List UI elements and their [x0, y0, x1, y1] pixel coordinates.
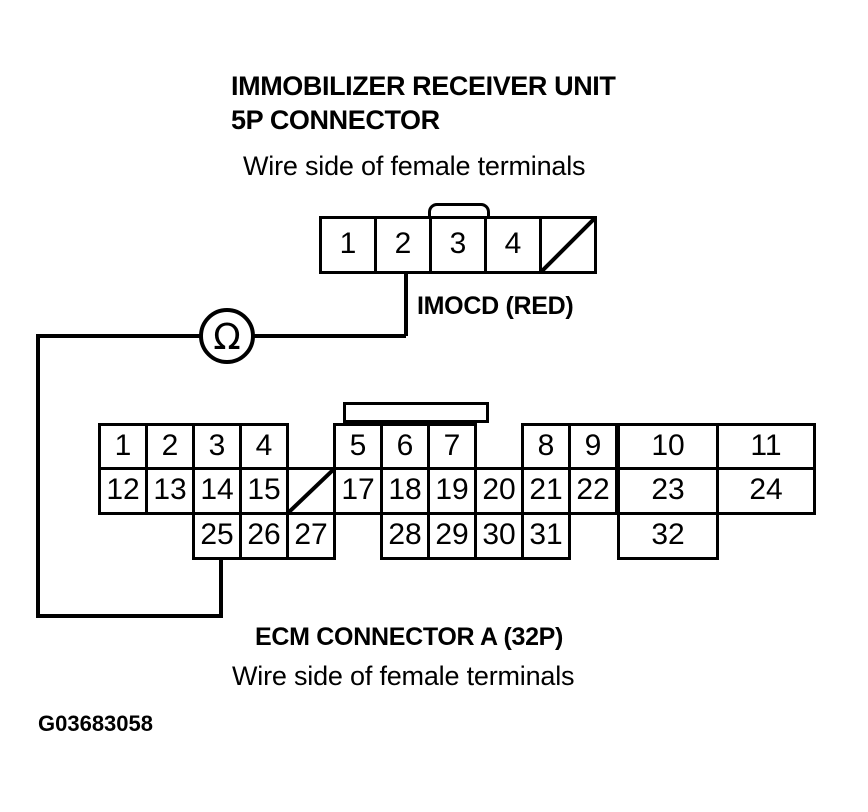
terminal-number: 31 [529, 518, 563, 551]
wire-return-top [36, 334, 203, 338]
ecm-terminal-18[interactable]: 18 [380, 467, 430, 515]
terminal-number: 9 [584, 428, 602, 462]
connector-5p-terminal-4[interactable]: 4 [484, 216, 542, 274]
ecm-terminal-4[interactable]: 4 [239, 423, 289, 470]
ecm-subtitle: Wire side of female terminals [232, 661, 575, 691]
terminal-number: 15 [247, 473, 281, 506]
connector-5p-terminal-3[interactable]: 3 [429, 216, 487, 274]
terminal-number: 18 [388, 473, 422, 506]
ecm-terminal-11[interactable]: 11 [716, 423, 816, 470]
ecm-terminal-27[interactable]: 27 [286, 512, 336, 560]
terminal-number: 28 [388, 518, 422, 551]
ecm-terminal-31[interactable]: 31 [521, 512, 571, 560]
terminal-number: 2 [394, 227, 412, 260]
ecm-terminal-14[interactable]: 14 [192, 467, 242, 515]
ecm-terminal-2[interactable]: 2 [145, 423, 195, 470]
unused-terminal-slash-icon [542, 219, 594, 271]
terminal-number: 29 [435, 518, 469, 551]
terminal-number: 12 [106, 473, 140, 506]
immobilizer-subtitle: Wire side of female terminals [243, 151, 586, 181]
terminal-number: 2 [161, 428, 179, 462]
terminal-number: 25 [200, 518, 234, 551]
terminal-number: 6 [396, 428, 414, 462]
terminal-number: 3 [208, 428, 226, 462]
terminal-number: 4 [255, 428, 273, 462]
terminal-number: 32 [651, 518, 685, 551]
ecm-terminal-17[interactable]: 17 [333, 467, 383, 515]
ecm-terminal-32[interactable]: 32 [617, 512, 719, 560]
terminal-number: 7 [443, 428, 461, 462]
terminal-number: 21 [529, 473, 563, 506]
terminal-number: 17 [341, 473, 375, 506]
terminal-number: 20 [482, 473, 516, 506]
wire-imocd-vertical [404, 274, 408, 336]
ecm-terminal-29[interactable]: 29 [427, 512, 477, 560]
ecm-terminal-9[interactable]: 9 [568, 423, 618, 470]
ohmmeter-symbol: Ω [199, 308, 255, 364]
terminal-number: 27 [294, 518, 328, 551]
ecm-terminal-10[interactable]: 10 [617, 423, 719, 470]
terminal-number: 3 [449, 227, 467, 260]
terminal-number: 24 [749, 473, 783, 506]
ecm-terminal-8[interactable]: 8 [521, 423, 571, 470]
ecm-title: ECM CONNECTOR A (32P) [255, 623, 564, 651]
ecm-terminal-3[interactable]: 3 [192, 423, 242, 470]
terminal-number: 13 [153, 473, 187, 506]
ecm-terminal-26[interactable]: 26 [239, 512, 289, 560]
ecm-terminal-15[interactable]: 15 [239, 467, 289, 515]
connector-5p-terminal-2[interactable]: 2 [374, 216, 432, 274]
ecm-terminal-21[interactable]: 21 [521, 467, 571, 515]
ecm-terminal-23[interactable]: 23 [617, 467, 719, 515]
terminal-number: 4 [504, 227, 522, 260]
ecm-terminal-25[interactable]: 25 [192, 512, 242, 560]
immobilizer-title-line2: 5P CONNECTOR [231, 105, 440, 135]
terminal-number: 10 [651, 428, 685, 462]
figure-code: G03683058 [38, 711, 153, 736]
ecm-terminal-19[interactable]: 19 [427, 467, 477, 515]
ecm-terminal-22[interactable]: 22 [568, 467, 618, 515]
wire-imocd-horizontal [253, 334, 406, 338]
terminal-number: 5 [349, 428, 367, 462]
ecm-terminal-7[interactable]: 7 [427, 423, 477, 470]
ecm-terminal-24[interactable]: 24 [716, 467, 816, 515]
ecm-terminal-6[interactable]: 6 [380, 423, 430, 470]
ohm-glyph: Ω [213, 317, 241, 358]
ecm-terminal-12[interactable]: 12 [98, 467, 148, 515]
ecm-terminal-1[interactable]: 1 [98, 423, 148, 470]
ecm-terminal-30[interactable]: 30 [474, 512, 524, 560]
terminal-number: 19 [435, 473, 469, 506]
unused-terminal-slash-icon [289, 470, 333, 512]
connector-5p-cell-blank[interactable] [539, 216, 597, 274]
terminal-number: 22 [576, 473, 610, 506]
wire-return-bottom [36, 614, 223, 618]
wire-return-to-terminal-25 [219, 557, 223, 618]
imocd-wire-label: IMOCD (RED) [417, 292, 574, 320]
ecm-terminal-5[interactable]: 5 [333, 423, 383, 470]
connector-5p-terminal-1[interactable]: 1 [319, 216, 377, 274]
terminal-number: 26 [247, 518, 281, 551]
terminal-number: 14 [200, 473, 234, 506]
terminal-number: 1 [339, 227, 357, 260]
ecm-connector-latch-tab [343, 402, 489, 423]
terminal-number: 8 [537, 428, 555, 462]
ecm-terminal-13[interactable]: 13 [145, 467, 195, 515]
wire-return-left [36, 334, 40, 618]
ecm-cell-blank[interactable] [286, 467, 336, 515]
ecm-terminal-28[interactable]: 28 [380, 512, 430, 560]
terminal-number: 11 [750, 428, 782, 462]
terminal-number: 23 [651, 473, 685, 506]
immobilizer-title-line1: IMMOBILIZER RECEIVER UNIT [231, 71, 616, 101]
ecm-terminal-20[interactable]: 20 [474, 467, 524, 515]
terminal-number: 1 [114, 428, 132, 462]
terminal-number: 30 [482, 518, 516, 551]
